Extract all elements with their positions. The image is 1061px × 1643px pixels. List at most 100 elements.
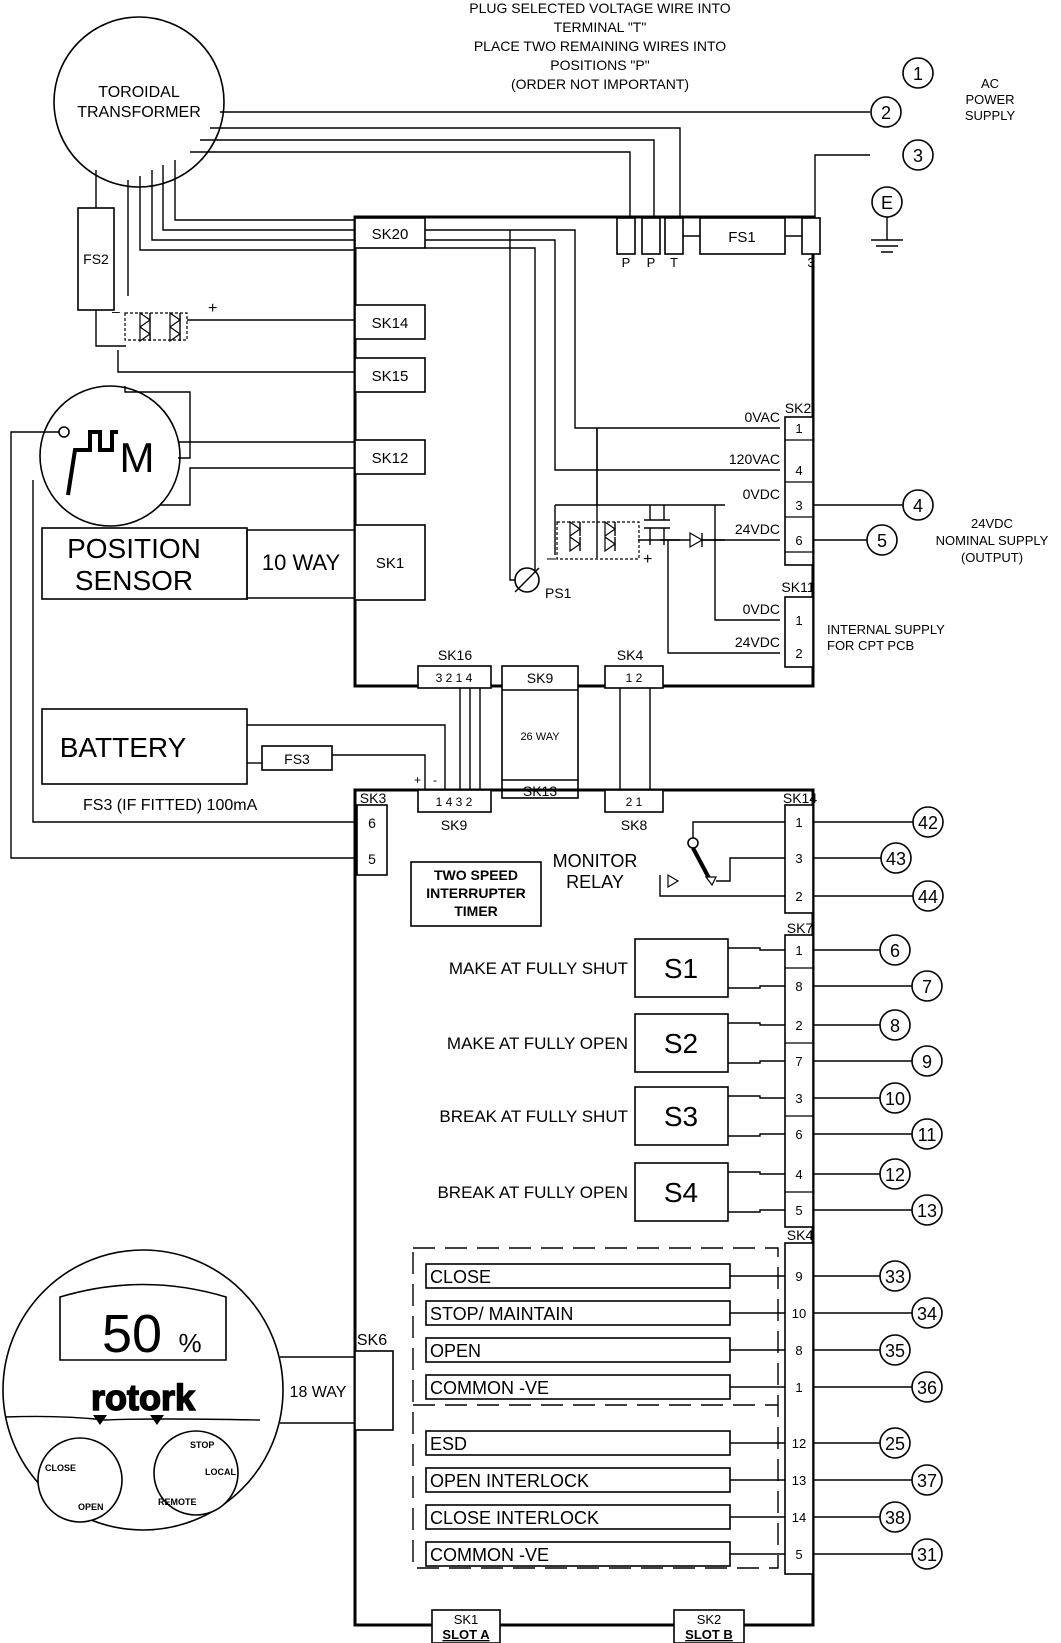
sk3-connector: SK3 6 5 [356, 790, 388, 876]
fs3-note: FS3 (IF FITTED) 100mA [83, 797, 258, 814]
sk16-connector: SK16 3 2 1 4 [417, 647, 492, 689]
terminal-t-label: T [670, 255, 678, 270]
slot-a-sk1: SK1 [454, 1612, 479, 1627]
close-open-knob[interactable] [37, 1437, 123, 1523]
terminal-control-7 [911, 1538, 943, 1570]
position-sensor-cable [246, 529, 355, 600]
battery [41, 708, 248, 785]
ground-symbol [871, 217, 903, 253]
sk8-label: SK8 [621, 817, 648, 833]
two-speed-interrupter-timer [410, 861, 542, 927]
sk20-connector [354, 217, 426, 249]
terminal-2: 2 [881, 103, 891, 123]
sk8-connector: 2 1 SK8 [604, 789, 664, 833]
battery-label: BATTERY [60, 732, 187, 763]
terminal-switch-b-2 [911, 1118, 943, 1150]
switch-pin-a-2: 3 [795, 1091, 802, 1106]
switch-box-3 [634, 1162, 729, 1222]
rect1-minus: – [112, 303, 120, 319]
position-sensor [41, 527, 248, 600]
ps1-label: PS1 [545, 585, 572, 601]
internal-supply-label-2: FOR CPT PCB [827, 638, 914, 653]
sk8-pins: 2 1 [626, 795, 643, 809]
monitor-pin-2: 2 [795, 889, 802, 904]
switch-pin-a-0: 1 [795, 943, 802, 958]
control-box-0 [425, 1263, 731, 1289]
switch-box-1 [634, 1013, 729, 1073]
ac-supply-terminals: 1 2 3 AC POWER SUPPLY E [870, 57, 1015, 253]
control-label-4: ESD [430, 1434, 467, 1454]
thermostat-wire-sk3-6 [32, 480, 355, 823]
terminal-switch-b-3 [911, 1194, 943, 1226]
switch-label-3: BREAK AT FULLY OPEN [437, 1183, 628, 1202]
terminal-monitor-1-label: 43 [886, 849, 906, 869]
rect2-plus: + [643, 551, 652, 568]
sk4-lower-label: SK4 [787, 1227, 814, 1243]
dc-supply-label-2: NOMINAL SUPPLY [936, 533, 1049, 548]
sk3-pin-6: 6 [368, 815, 376, 831]
sk6-label: SK6 [357, 1332, 387, 1349]
earth-label: E [881, 193, 893, 213]
fs2-wire [95, 310, 126, 347]
fs3-label: FS3 [284, 751, 310, 767]
terminal-3-label: 3 [807, 255, 814, 270]
sk11-connector: SK11 [781, 579, 815, 668]
inter-board-wires [459, 688, 651, 790]
sk12-label: SK12 [372, 450, 409, 467]
sk6-cable [280, 1356, 355, 1424]
knob-close-label: CLOSE [45, 1463, 76, 1473]
terminal-5-label: 5 [877, 531, 887, 551]
note-line-3: PLACE TWO REMAINING WIRES INTO [474, 38, 726, 54]
sk9-lower-connector: 1 4 3 2 SK9 [417, 789, 492, 833]
terminal-control-1-label: 34 [917, 1304, 937, 1324]
terminal-control-6-label: 38 [885, 1508, 905, 1528]
sk2-row-label-0: 0VAC [744, 409, 780, 425]
slot-b-sk2: SK2 [697, 1612, 722, 1627]
sk14-lower-label: SK14 [783, 790, 817, 806]
terminal-monitor-0 [912, 806, 944, 838]
slot-b-label: SLOT B [685, 1627, 733, 1642]
terminal-control-4 [879, 1427, 911, 1459]
terminal-control-7-label: 31 [917, 1545, 937, 1565]
sk4-upper-pins: 1 2 [626, 671, 643, 685]
control-box-2 [425, 1337, 731, 1363]
internal-supply-label-1: INTERNAL SUPPLY [827, 622, 945, 637]
sk3-pin-5: 5 [368, 851, 376, 867]
sk6-way-label: 18 WAY [290, 1384, 347, 1401]
control-box-7 [425, 1541, 731, 1567]
sk16-label: SK16 [438, 647, 472, 663]
timer-label-1: TWO SPEED [434, 867, 518, 883]
switch-pin-b-1: 7 [795, 1054, 802, 1069]
note-line-4: POSITIONS "P" [550, 57, 649, 73]
dc-supply-label-1: 24VDC [971, 516, 1013, 531]
sk2-connector: SK2 [784, 400, 814, 566]
stop-local-remote-knob[interactable] [153, 1430, 239, 1516]
position-sensor-label-1: POSITION [67, 533, 201, 564]
terminal-switch-b-2-label: 11 [918, 1125, 937, 1145]
switch-label-0: MAKE AT FULLY SHUT [449, 959, 628, 978]
sk2-row-label-3: 24VDC [735, 521, 780, 537]
switch-label-2: BREAK AT FULLY SHUT [439, 1107, 628, 1126]
control-label-0: CLOSE [430, 1267, 491, 1287]
monitor-pin-0: 1 [795, 815, 802, 830]
sk9-upper-label: SK9 [527, 670, 554, 686]
motor-label: M [120, 434, 155, 481]
rect2-minus: – [547, 550, 556, 567]
switch-pin-a-3: 4 [795, 1167, 802, 1182]
terminal-control-4-label: 25 [885, 1434, 905, 1454]
terminal-monitor-2 [912, 880, 944, 912]
switch-wire-2 [728, 1095, 785, 1137]
control-pin-2: 8 [795, 1343, 802, 1358]
sk1-label: SK1 [376, 555, 404, 572]
control-label-2: OPEN [430, 1341, 481, 1361]
terminal-monitor-2-label: 44 [918, 887, 938, 907]
display-value: 50 [102, 1304, 162, 1364]
terminal-switch-a-2-label: 10 [885, 1089, 905, 1109]
